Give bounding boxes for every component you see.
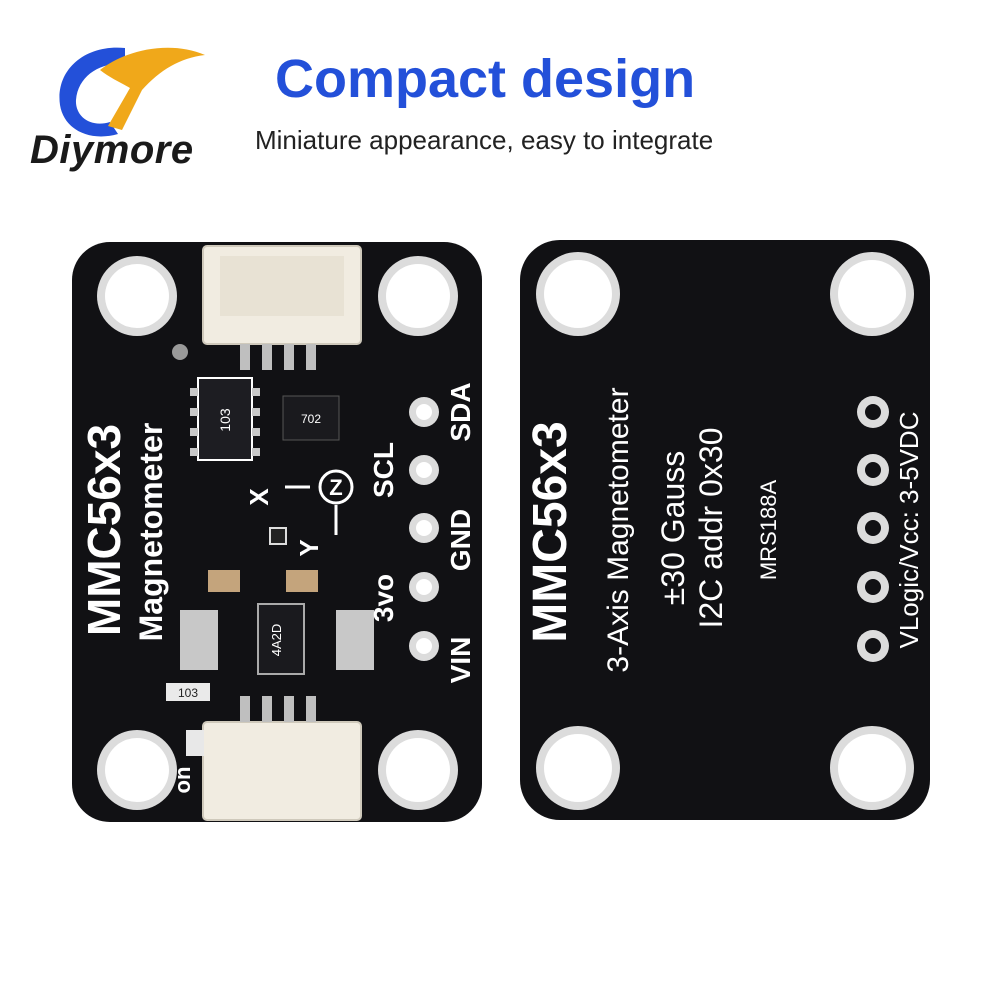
pin-label-gnd: GND (445, 509, 476, 571)
axis-z-label: Z (329, 475, 342, 500)
front-board: 103 702 4A2D 103 Z X Y MMC56x3 Magnetome… (72, 242, 482, 822)
pin-label-3vo: 3vo (368, 574, 399, 622)
pin-pads (409, 397, 439, 661)
back-line-1: 3-Axis Magnetometer (602, 387, 635, 672)
qwiic-connector-bottom (202, 721, 362, 821)
pin-label-scl: SCL (368, 442, 399, 498)
back-line-3: I2C addr 0x30 (693, 427, 729, 628)
page-title: Compact design (275, 49, 696, 109)
back-line-4: MRS188A (756, 480, 781, 581)
pin-pads (857, 396, 889, 662)
diymore-logo-icon (59, 47, 205, 137)
axis-y-label: Y (294, 539, 324, 556)
chip-103-label: 103 (217, 408, 233, 432)
mounting-hole-icon (536, 252, 914, 810)
res-103-label: 103 (178, 686, 198, 700)
back-line-2: ±30 Gauss (655, 451, 691, 606)
mounting-hole-icon (97, 256, 458, 810)
front-board-desc: Magnetometer (133, 423, 169, 642)
back-board: MMC56x3 3-Axis Magnetometer ±30 Gauss I2… (520, 240, 930, 820)
chip-4a2d-label: 4A2D (269, 624, 284, 657)
pin-label-sda: SDA (445, 382, 476, 441)
back-line-5: VLogic/Vcc: 3-5VDC (894, 412, 924, 649)
back-board-name: MMC56x3 (524, 421, 577, 642)
page-subtitle: Miniature appearance, easy to integrate (255, 125, 714, 155)
led-label: on (170, 767, 195, 794)
front-board-name: MMC56x3 (78, 424, 130, 636)
brand-name: Diymore (30, 128, 194, 172)
axis-x-label: X (244, 488, 274, 506)
pin-label-vin: VIN (445, 637, 476, 684)
chip-702-label: 702 (301, 412, 321, 426)
